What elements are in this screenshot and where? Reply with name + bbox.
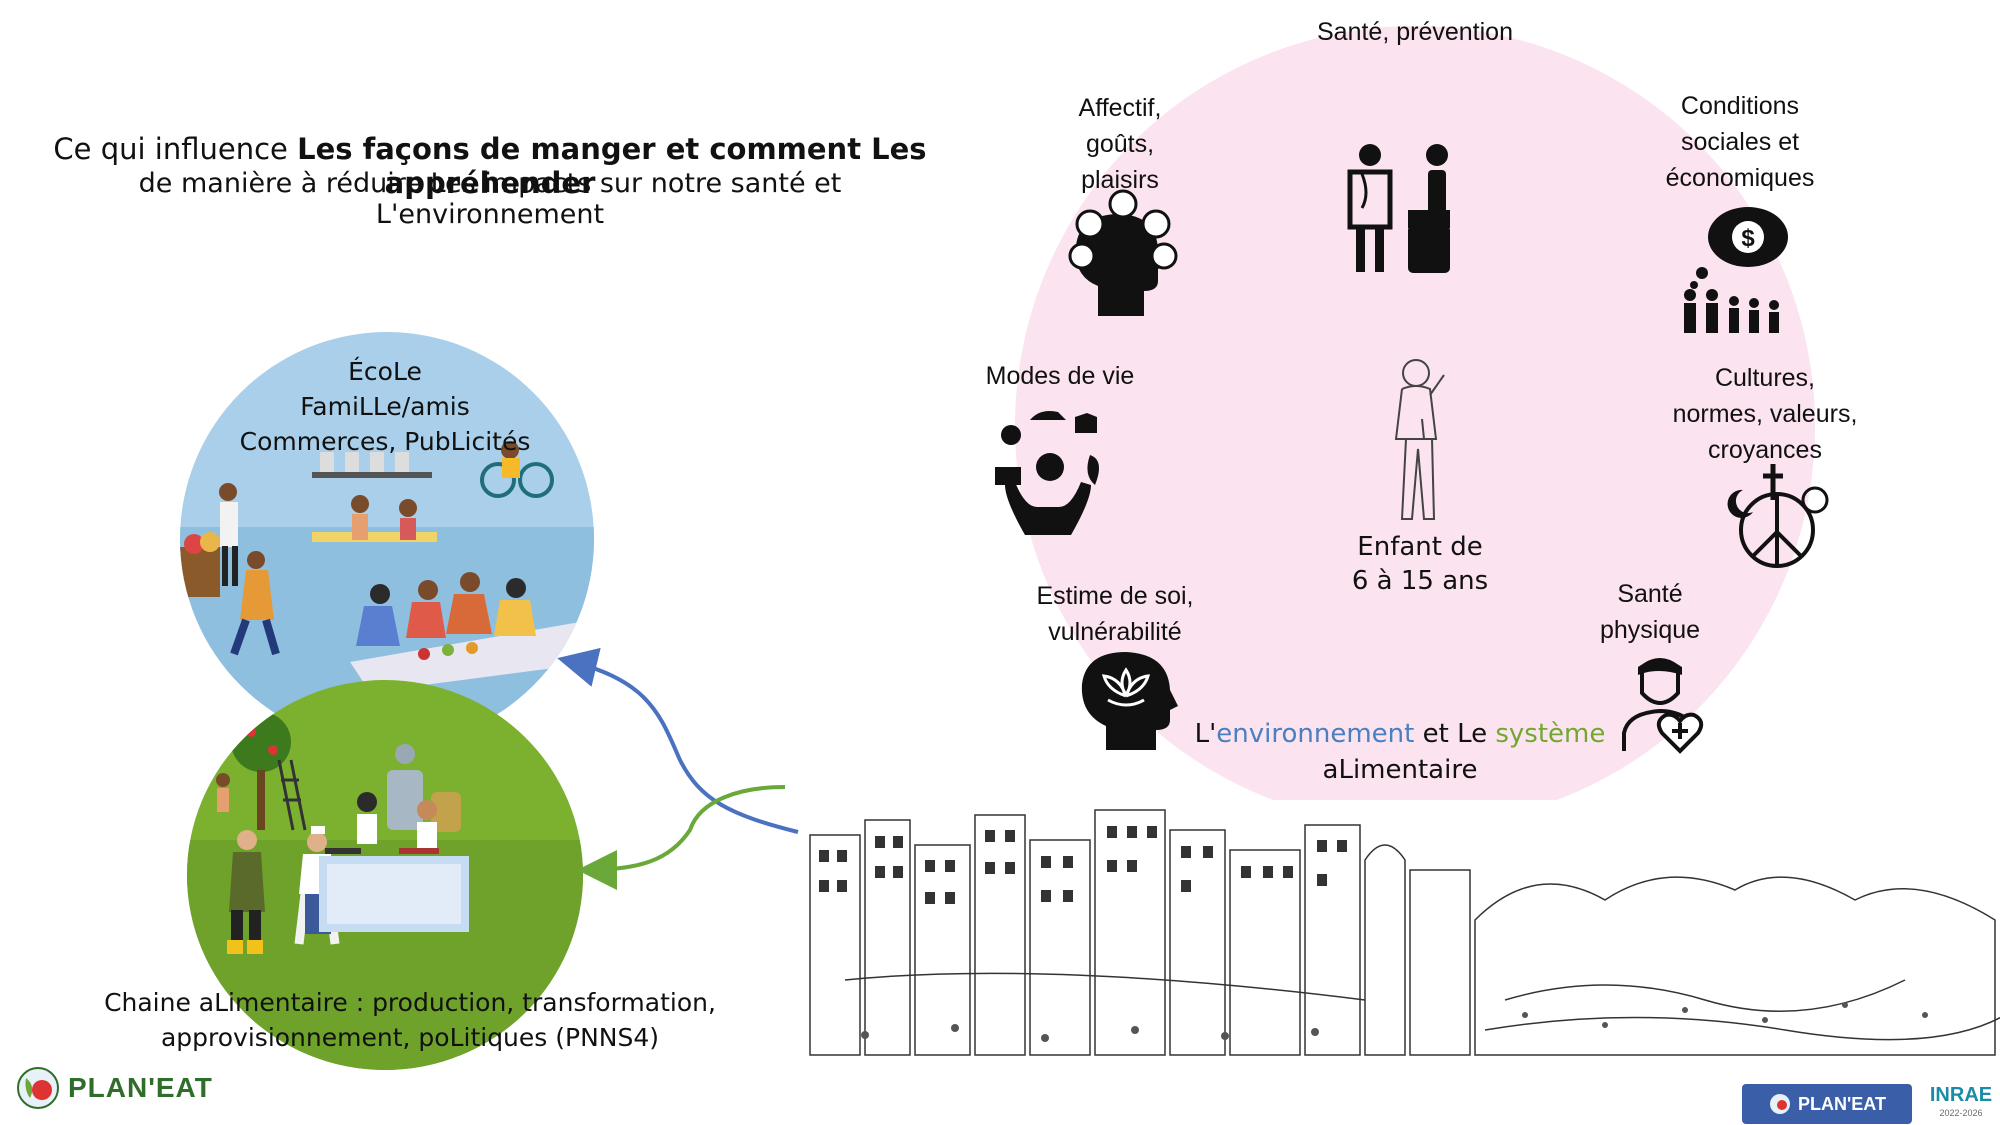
inrae-logo: INRAE (1929, 1084, 1993, 1106)
planeat-badge-logo: PLAN'EAT (1742, 1084, 1912, 1124)
arrow-to-social-circle (557, 647, 799, 834)
city-landscape-illustration (805, 800, 2000, 1065)
mind-lotus-icon (1081, 652, 1178, 750)
inrae-years: 2022-2026 (1939, 1108, 1983, 1118)
religion-peace-icon (1727, 464, 1829, 568)
label-estime: Estime de soi,vulnérabilité (1036, 582, 1194, 646)
planeat-logo: PLAN'EAT (16, 1062, 213, 1114)
money-thought-icon: $ (1684, 207, 1788, 333)
planeat-globe-icon (17, 1067, 59, 1109)
label-modes-de-vie: Modes de vie (985, 362, 1135, 390)
lifestyle-juggle-icon (995, 411, 1099, 535)
doctor-patient-icon (1347, 144, 1450, 273)
blue-social-circle (180, 332, 594, 746)
child-figure-icon (1394, 359, 1445, 520)
label-environnement: L'environnement et Le système aLimentair… (1194, 719, 1606, 785)
emotions-head-icon (1068, 189, 1178, 316)
svg-text:$: $ (1741, 225, 1755, 252)
label-affectif: Affectif,goûts,plaisirs (1078, 94, 1162, 194)
arrow-to-foodchain-circle (577, 785, 786, 890)
diagram-title-line1: Ce qui influence Les façons de manger et… (53, 132, 927, 200)
diagram-title-line2: de manière à réduire Les impacts sur not… (138, 168, 842, 230)
label-chaine-alimentaire: Chaine aLimentaire : production, transfo… (104, 988, 716, 1052)
planeat-badge-globe-icon (1770, 1094, 1791, 1114)
patient-heart-icon (1622, 658, 1704, 754)
label-cultures: Cultures,normes, valeurs,croyances (1672, 364, 1858, 464)
label-sante-prevention: Santé, prévention (1317, 18, 1513, 46)
